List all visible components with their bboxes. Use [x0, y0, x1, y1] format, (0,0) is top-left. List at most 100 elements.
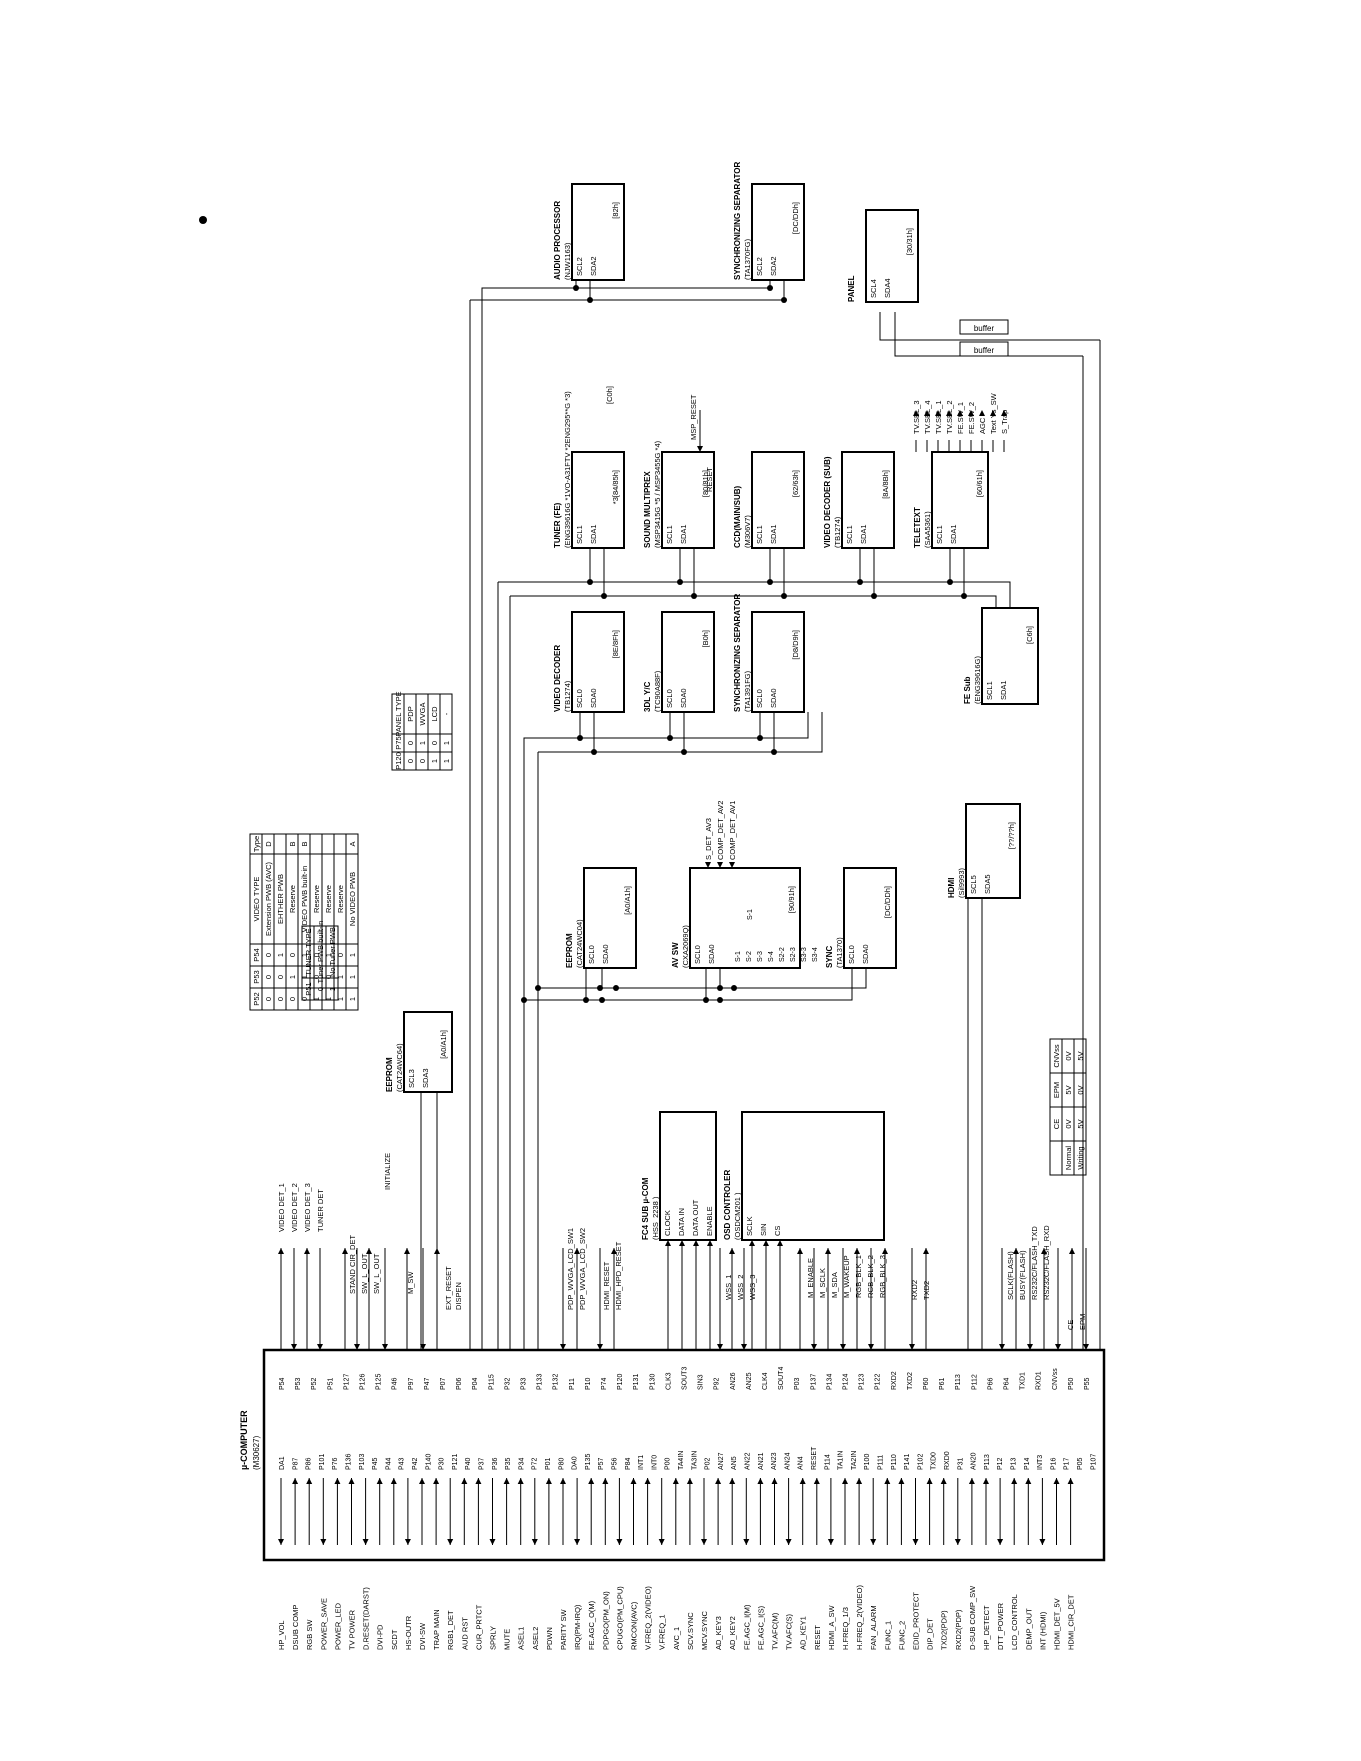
audio-pin: SCL2: [575, 257, 584, 276]
mcu-left-pin: P00: [665, 1457, 672, 1470]
avsw-signal: COMP_DET_AV1: [728, 801, 737, 860]
table-text: PANEL TYPE: [394, 691, 403, 736]
arrow-head: [1041, 1248, 1047, 1254]
mcu-right-pin: P52: [311, 1377, 318, 1390]
yc3d-title: 3DL Y/C: [643, 681, 652, 712]
arrow-head: [278, 1539, 284, 1545]
mcu-left-pin: P40: [465, 1457, 472, 1470]
table-text: 0: [406, 741, 415, 745]
osd-pin: SCLK: [745, 1216, 754, 1236]
audio-part: (NJW1163): [563, 242, 572, 280]
avsw-right-pin: S-2: [746, 951, 753, 962]
fc4-block: [659, 1111, 717, 1241]
mcu-left-signal: D.RESET(DARST): [362, 1587, 371, 1650]
mcu-left-signal: POWER_SAVE: [319, 1598, 328, 1650]
table-cell: [1073, 1038, 1087, 1074]
mcu-right-signal: SW_L_OUT: [372, 1253, 381, 1294]
mcu-left-pin: AN5: [731, 1456, 738, 1470]
mcu-left-pin: INT0: [651, 1455, 658, 1470]
buffer-box: [959, 319, 1009, 335]
arrow-head: [729, 1248, 735, 1254]
arrow-head: [717, 1344, 723, 1350]
mcu-left-pin: P103: [359, 1454, 366, 1470]
table-text: 1: [324, 953, 333, 957]
osd-pin: CS: [773, 1226, 782, 1236]
avsw-right-pin: S-1: [747, 909, 754, 920]
tuner-address2: [C0h]: [605, 386, 614, 404]
audio-pin: SDA2: [589, 256, 598, 276]
table-text: Normal: [1064, 1146, 1073, 1171]
msp-block: [661, 451, 715, 549]
mcu-left-pin: P87: [292, 1457, 299, 1470]
tuner-address: *3[84/85h]: [611, 470, 620, 504]
arrow-head: [404, 1539, 411, 1545]
table-text: No VIDEO PWB: [348, 872, 357, 926]
teletext-signal: TV.SEL_3: [912, 401, 921, 435]
mcu-left-signal: RXD2(PDP): [954, 1609, 963, 1650]
mcu-left-pin: P01: [545, 1457, 552, 1470]
mcu-left-signal: RGB1_DET: [446, 1610, 455, 1650]
arrow-head: [1083, 1344, 1089, 1350]
msp-pin: SCL1: [665, 525, 674, 544]
table-text: P52: [252, 992, 261, 1005]
table-text: P53: [252, 970, 261, 983]
table-cell: [321, 833, 335, 855]
table-cell: [1049, 1140, 1063, 1176]
eeprom0-address: [A0/A1h]: [623, 886, 632, 915]
arrow-head: [870, 1539, 877, 1545]
table-cell: [439, 693, 453, 735]
panel-scl: [879, 312, 1100, 341]
arrow-head: [574, 1248, 580, 1254]
mcu-right-pin: P112: [971, 1374, 978, 1390]
bus-scl0: [523, 737, 532, 1350]
table-text: 1: [312, 997, 321, 1001]
mcu-right-pin: RXD1: [1036, 1371, 1043, 1390]
table-text: B: [288, 841, 297, 846]
table-cell: [325, 925, 339, 979]
mcu-right-signal: CE: [1066, 1320, 1075, 1330]
mcu-left-signal: AVC_1: [672, 1627, 681, 1650]
arrow-head: [278, 1248, 284, 1254]
vdecsub-pin: SDA1: [859, 524, 868, 544]
arrow-head: [715, 1478, 722, 1484]
avsw-block: [689, 867, 801, 969]
table-text: TUNER TYPE: [304, 928, 313, 975]
bus0-upper: [524, 712, 809, 739]
junction-dot: [717, 997, 723, 1003]
mcu-right-signal: M_SW: [406, 1271, 415, 1294]
table-cell: [309, 833, 323, 855]
bullet-dot: [199, 216, 207, 224]
table-text: Writing: [1076, 1146, 1085, 1169]
mcu-left-pin: P135: [585, 1454, 592, 1470]
table-text: 0: [312, 975, 321, 979]
arrow-head: [940, 1478, 947, 1484]
syncsep2-title: SYNCHRONIZING SEPARATOR: [733, 162, 742, 280]
arrow-head: [935, 410, 941, 416]
teletext-signal: S_Trap: [1000, 410, 1009, 434]
arrow-head: [306, 1478, 313, 1484]
vdec-pin: SCL0: [575, 689, 584, 708]
mcu-left-signal: PDWN: [545, 1627, 554, 1650]
mcu-left-pin: P43: [399, 1457, 406, 1470]
arrow-head: [968, 410, 974, 416]
arrow-head: [983, 1478, 989, 1484]
mcu-right-signal: WSS_2: [736, 1275, 745, 1300]
mcu-right-signal: RXD2: [910, 1280, 919, 1300]
arrow-head: [741, 1344, 747, 1350]
mcu-left-signal: MCV.SYNC: [700, 1611, 709, 1650]
avsw-signal: S_DET_AV3: [704, 818, 713, 860]
table-text: Reserve: [312, 885, 321, 913]
table-text: CE: [1052, 1119, 1061, 1129]
arrow-head: [1001, 410, 1007, 416]
mcu-left-signal: FUNC_2: [897, 1621, 906, 1650]
mcu-left-pin: RXD0: [944, 1451, 951, 1470]
table-cell: [333, 833, 347, 855]
table-text: Reserve: [288, 885, 297, 913]
mcu-left-pin: P110: [891, 1454, 898, 1470]
avsw-right-pin: S-1: [735, 951, 742, 962]
mcu-left-pin: P114: [824, 1454, 831, 1470]
vdec-pin: SDA0: [589, 688, 598, 708]
table-text: 0: [264, 975, 273, 979]
mcu-right-pin: TXD2: [907, 1372, 914, 1390]
